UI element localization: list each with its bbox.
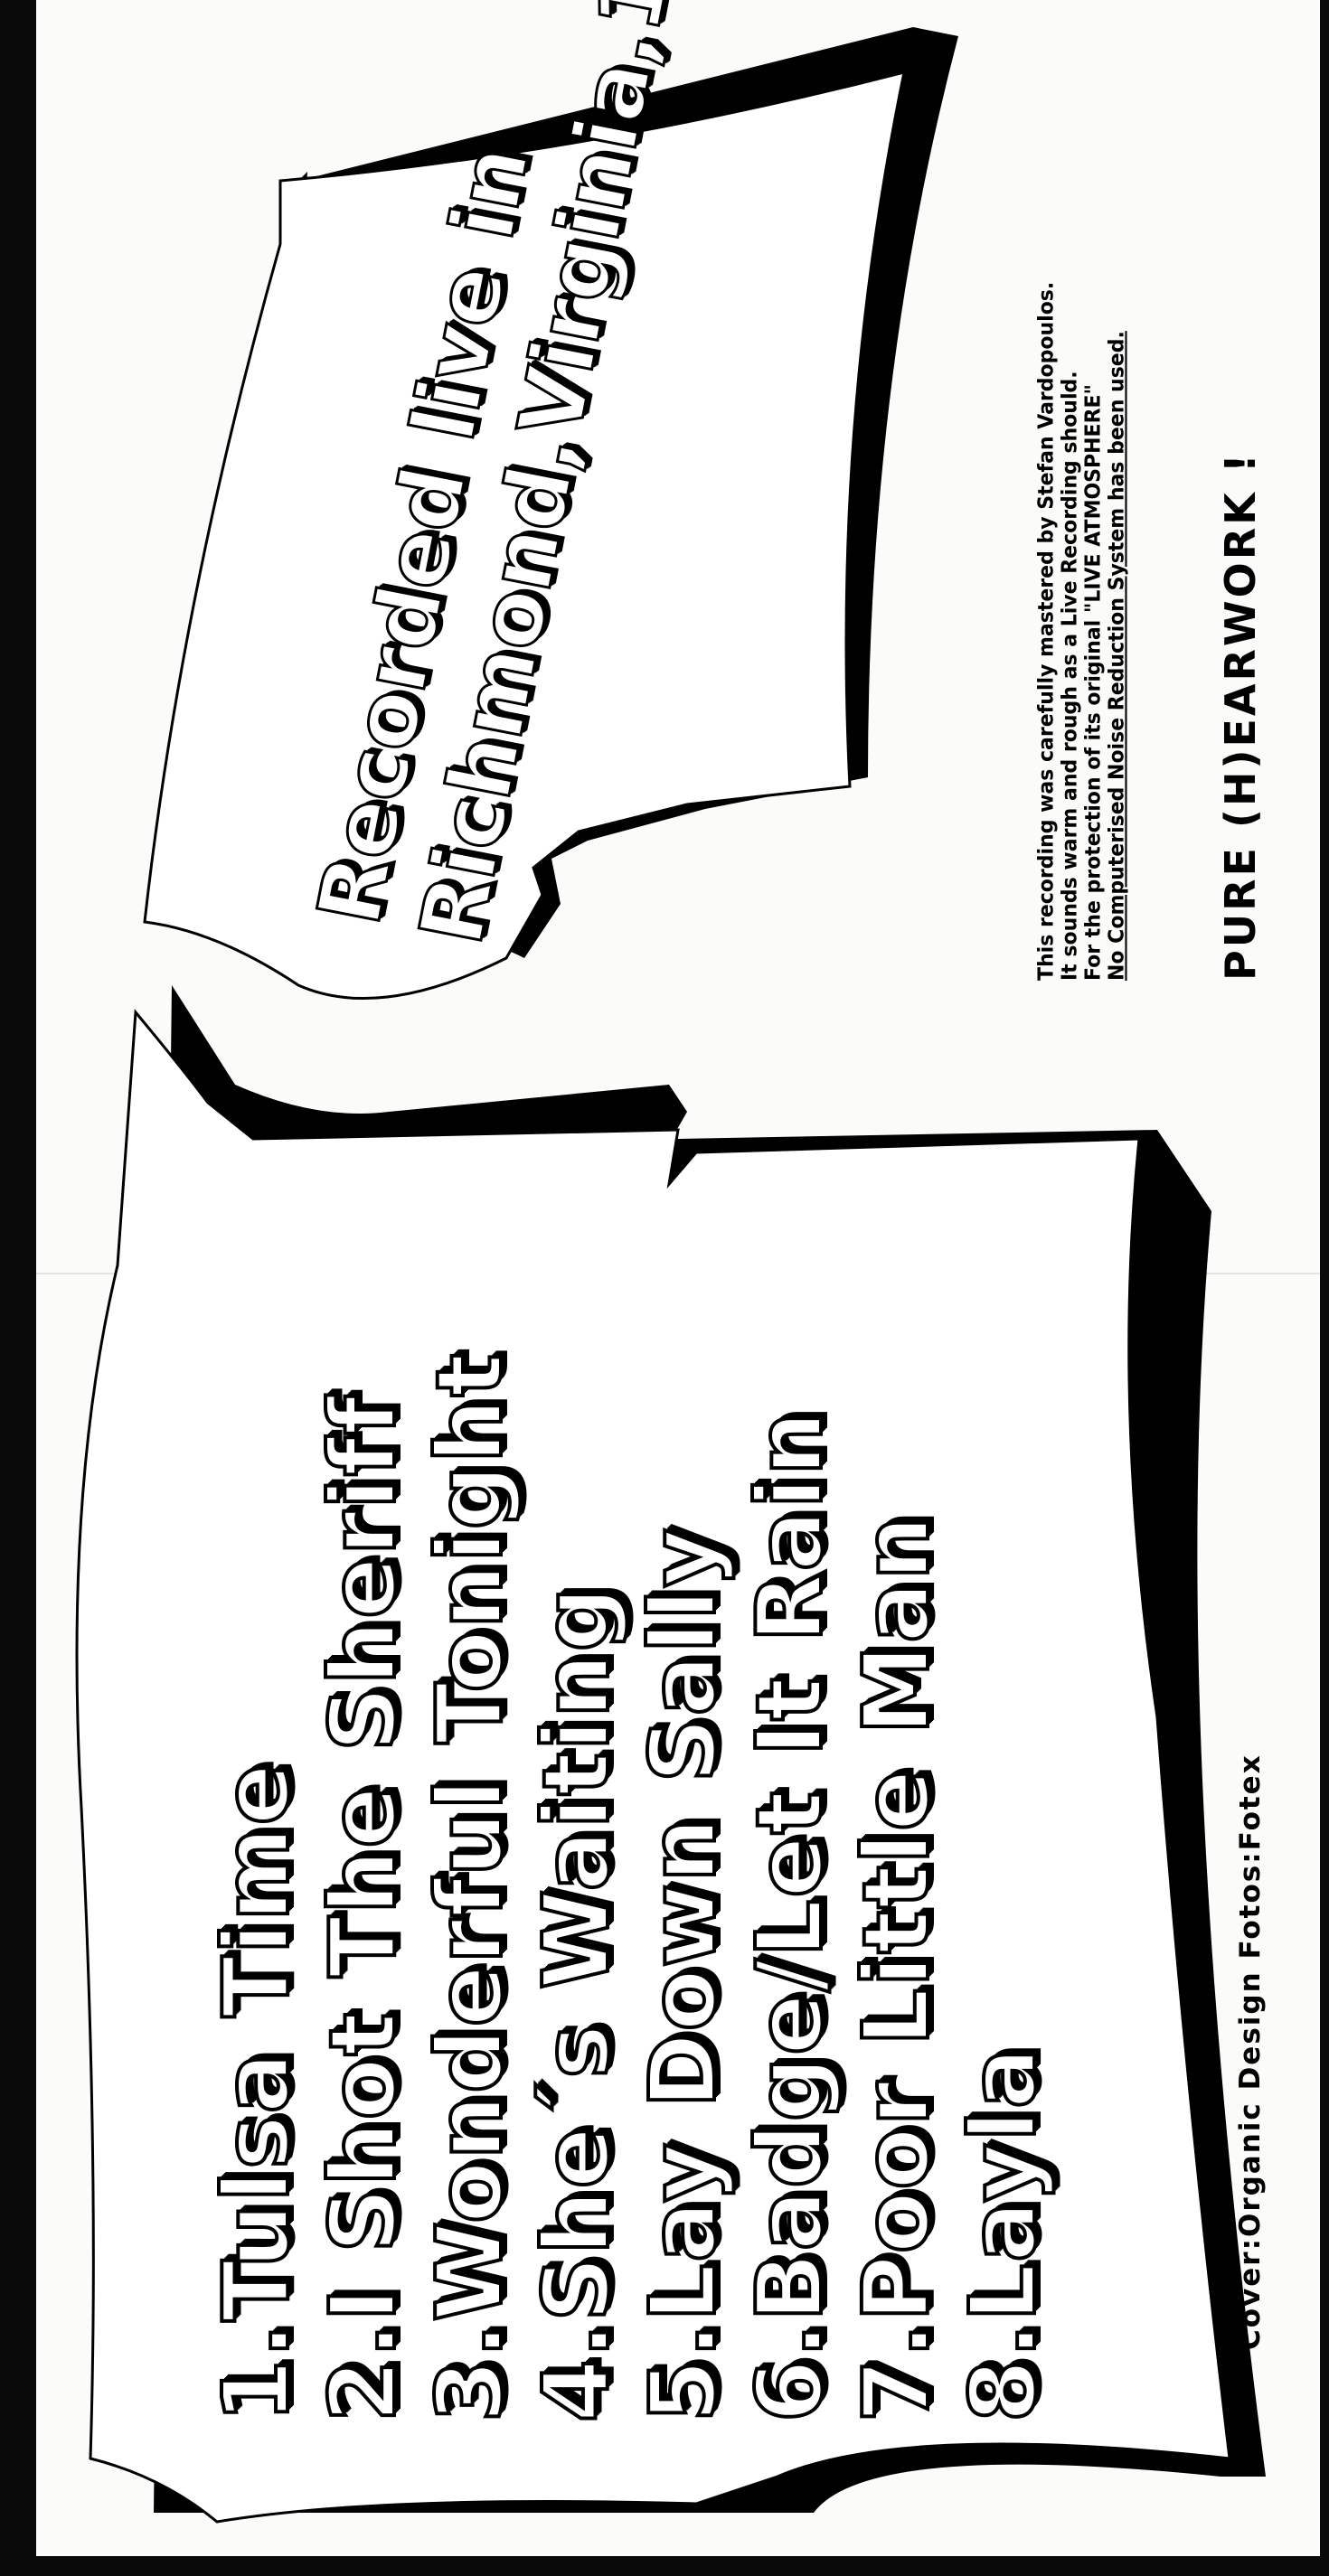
slogan-text: PURE (H)EARWORK ! <box>1216 451 1265 981</box>
bottom-paper-piece <box>75 1009 1231 2524</box>
note-line-4: No Computerised Noise Reduction System h… <box>1105 331 1129 981</box>
note-line-3: For the protection of its original "LIVE… <box>1081 384 1106 981</box>
track-4: 4.She´s Waiting <box>522 1584 631 2424</box>
track-5: 5.Lay Down Sally <box>628 1525 738 2424</box>
track-2: 2.I Shot The Sheriff <box>308 1392 418 2424</box>
track-7: 7.Poor Little Man <box>842 1512 951 2424</box>
track-1: 1.Tulsa Time <box>202 1760 311 2424</box>
track-8: 8.Layla <box>948 2044 1058 2424</box>
note-line-2: It sounds warm and rough as a Live Recor… <box>1058 371 1082 981</box>
note-line-1: This recording was carefully mastered by… <box>1034 281 1059 981</box>
track-3: 3.Wonderful Tonight <box>415 1350 524 2424</box>
credits-text: Cover:Organic Design Fotos:Fotex <box>1234 1753 1267 2350</box>
top-paper-piece <box>143 70 906 1001</box>
track-6: 6.Badge/Let It Rain <box>735 1407 844 2424</box>
